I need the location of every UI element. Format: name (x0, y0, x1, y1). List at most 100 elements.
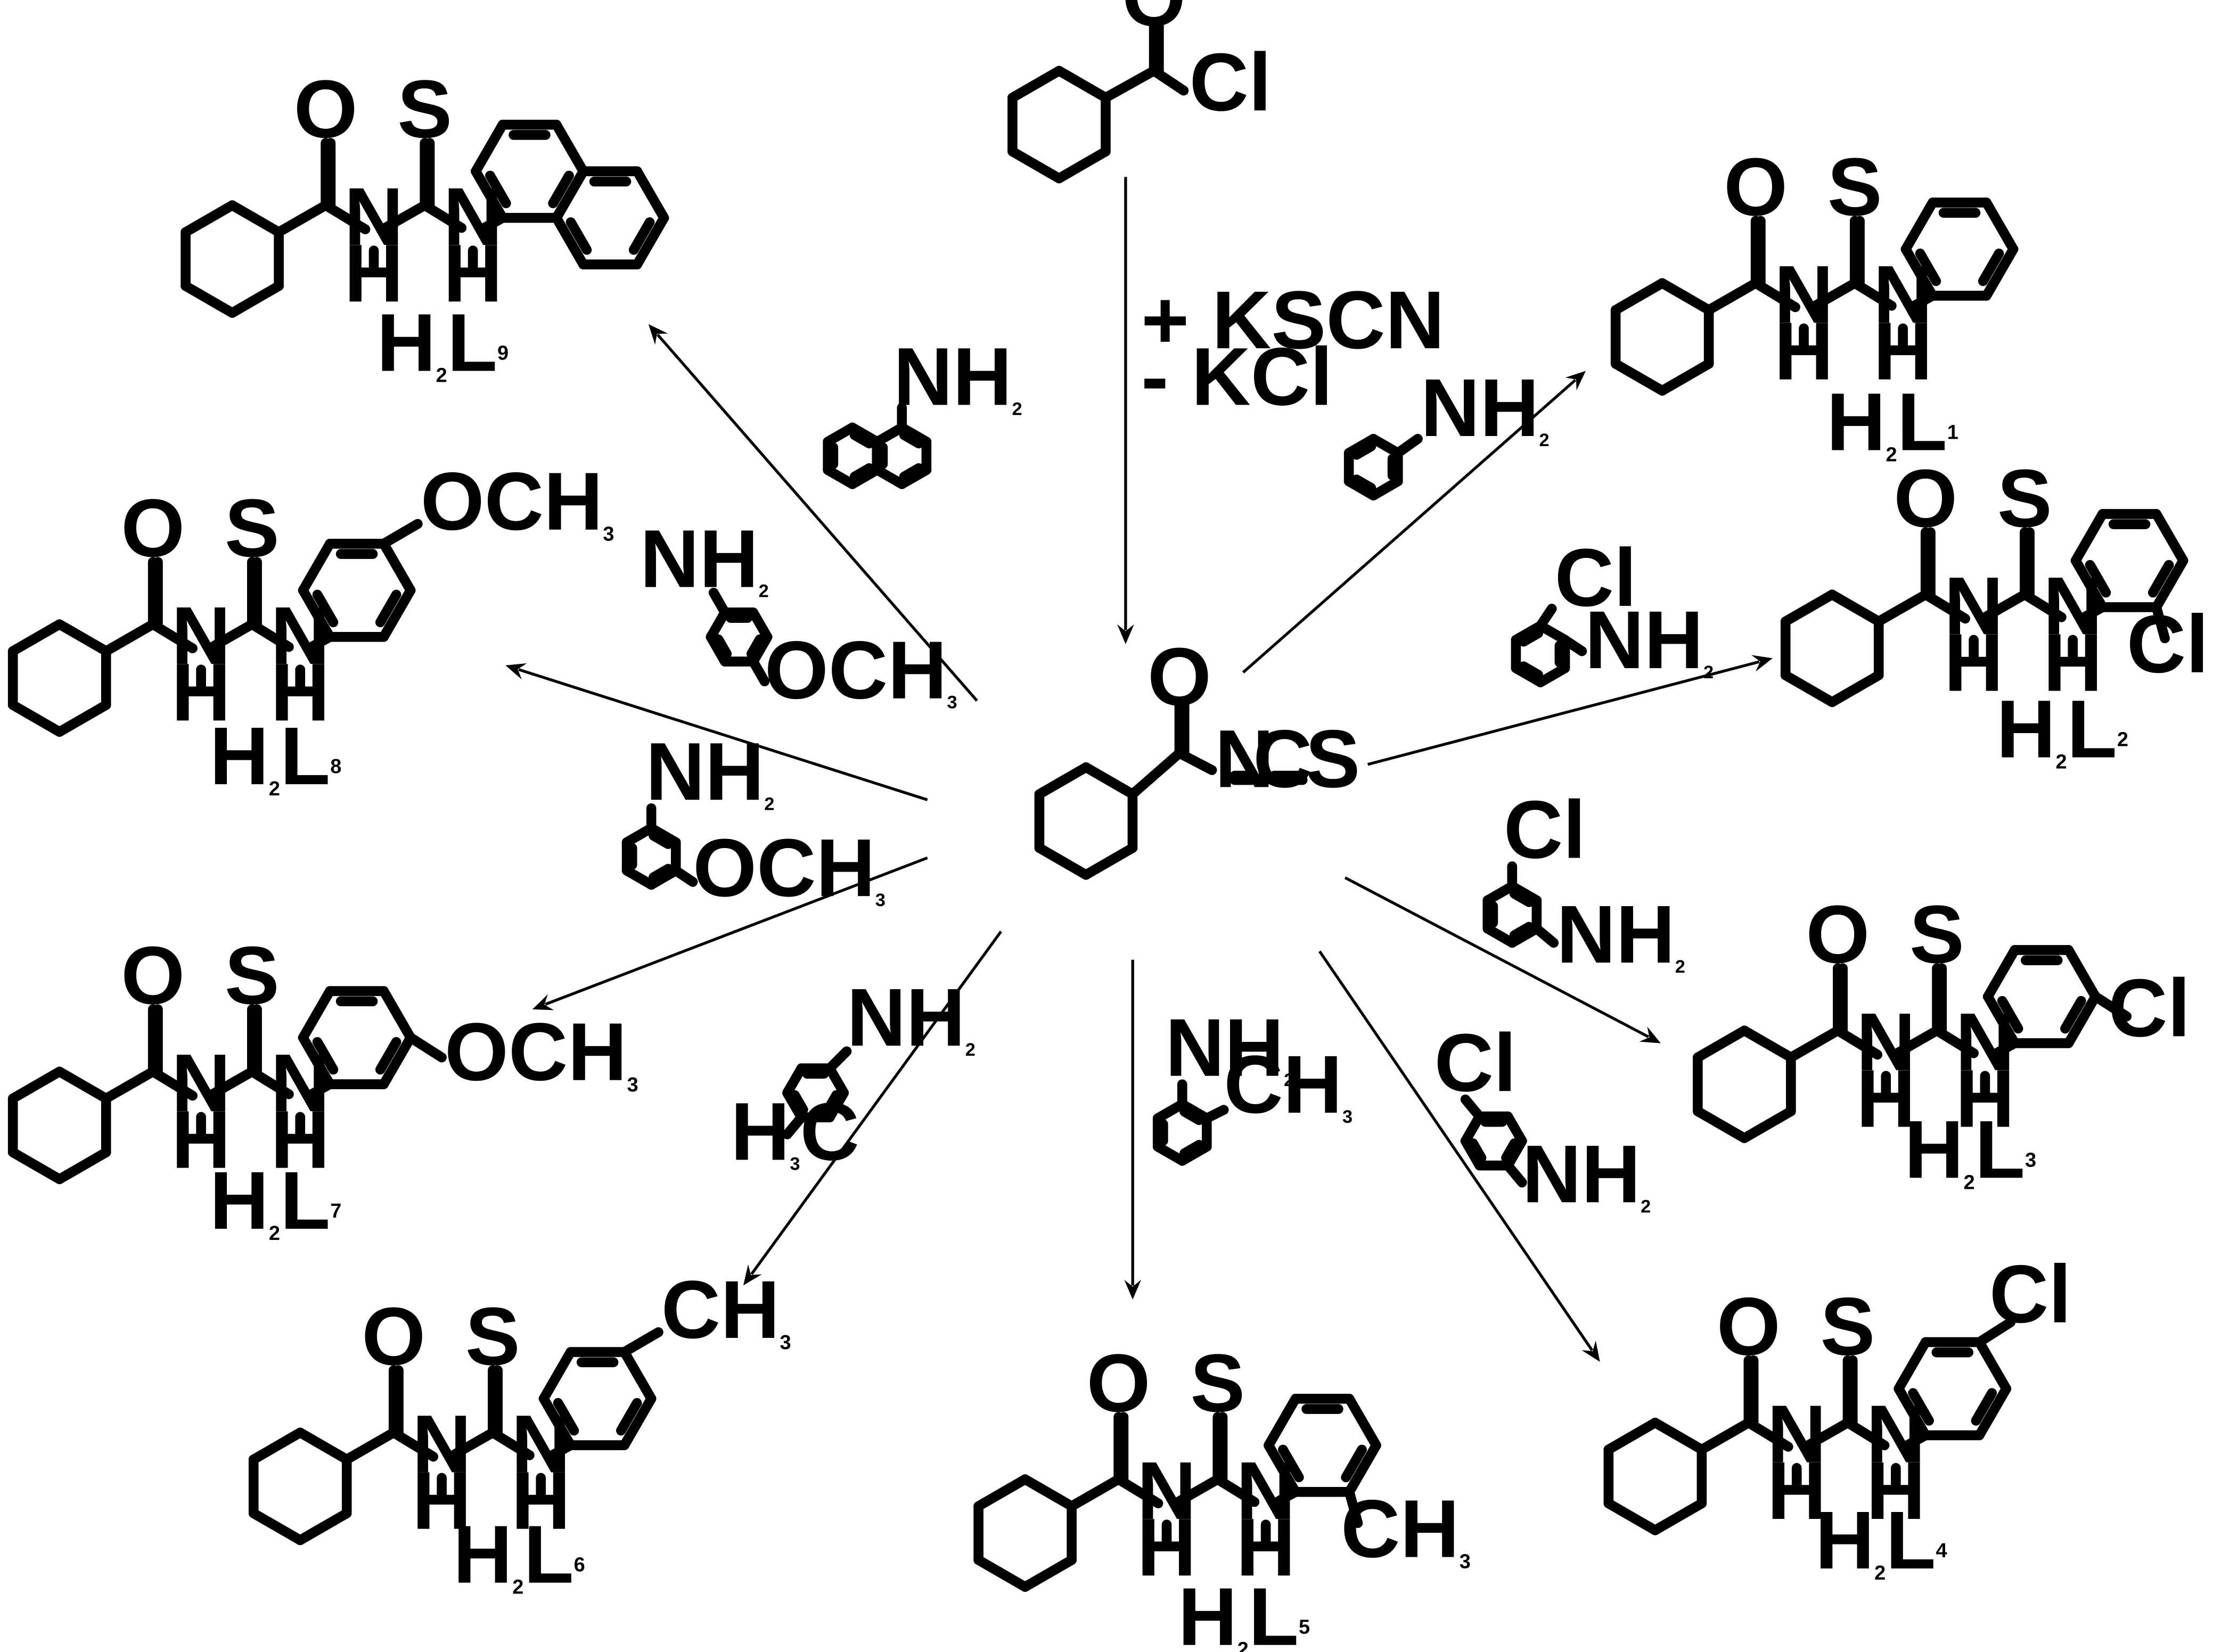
naphthalene-ring-a (471, 119, 588, 223)
bond (782, 1112, 807, 1139)
ring-bond (1982, 945, 2020, 1002)
bond (2090, 991, 2132, 1022)
bond (1173, 1474, 1223, 1507)
oxygen-atom: O (1724, 141, 1788, 233)
hydrogen-atom: H (412, 1454, 471, 1547)
naphthalene-ring-b (872, 422, 932, 489)
ring-double-bond (823, 1090, 841, 1115)
ring-bond (54, 700, 111, 737)
hydrogen-atom: H (171, 646, 231, 738)
ring-bond (1503, 1111, 1527, 1146)
hydrogen-atom: H (1236, 1501, 1295, 1593)
sulfur-atom: S (225, 929, 280, 1021)
product-label-L3: H2L3 (1904, 1103, 2036, 1195)
bond (1392, 433, 1423, 458)
ring-bond (181, 200, 237, 237)
hydrogen-atom: H (271, 1094, 330, 1186)
chloro-group: Cl (1504, 783, 1586, 875)
ring-bond (248, 1427, 306, 1465)
bond (101, 1066, 158, 1104)
ring-bond (1657, 278, 1714, 315)
arrow-shaft (545, 856, 928, 1006)
arrow-to-L6 (743, 931, 1003, 1286)
amino-group: NH2 (1421, 361, 1550, 454)
chloro-group: Cl (1435, 1016, 1517, 1108)
arrow-to-L3 (1344, 876, 1661, 1043)
bond (147, 619, 198, 654)
ring-bond (1081, 843, 1138, 880)
reagents: + KSCN- KCl (1141, 274, 1445, 422)
arrow-shaft (750, 931, 1003, 1275)
ring-bond (551, 166, 588, 223)
ring-double-bond (1278, 1444, 1304, 1483)
ring-bond (379, 1032, 416, 1089)
methoxy-group: OCH3 (421, 455, 614, 547)
oxygen-atom: O (294, 63, 358, 155)
ring-double-bond (565, 217, 592, 255)
cyclohexane-ring (973, 1474, 1077, 1592)
ring-double-bond (375, 589, 401, 628)
ring-bond (1974, 1337, 2012, 1394)
ring-bond (632, 166, 669, 223)
ring-bond (1034, 843, 1091, 880)
ring-double-bond (1915, 248, 1941, 286)
ring-bond (1603, 1417, 1660, 1455)
benzene-ring (298, 538, 416, 642)
bond (1212, 1474, 1260, 1507)
ring-bond (538, 1393, 576, 1450)
arrow-to-L1 (1242, 371, 1586, 673)
ring-bond (1894, 1384, 1931, 1441)
bond (1810, 278, 1860, 311)
ring-double-bond (1351, 441, 1376, 460)
sulfur-atom: S (1306, 712, 1360, 804)
sulfur-atom: S (1909, 888, 1964, 980)
cyclohexane-ring (1780, 589, 1884, 708)
ring-bond (471, 166, 508, 223)
ring-bond (181, 281, 237, 318)
arrow-head (1751, 655, 1773, 672)
acyl-chloride: OCl (1007, 0, 1272, 184)
ring-bond (2070, 555, 2108, 612)
oxygen-atom: O (1717, 1280, 1781, 1372)
ring-bond (1981, 198, 2019, 254)
benzene-ring (1511, 620, 1570, 687)
bond (1127, 748, 1185, 799)
amino-group: NH2 (894, 330, 1022, 422)
bond (1202, 1105, 1229, 1123)
ring-double-bond (1509, 922, 1534, 940)
oxygen-atom: O (1122, 0, 1186, 43)
ring-bond (2151, 509, 2189, 566)
amino-group: NH2 (1522, 1128, 1651, 1220)
hydrogen-atom: H (1856, 1053, 1915, 1145)
benzene-ring (621, 823, 681, 890)
ring-bond (1693, 1025, 1750, 1063)
ring-bond (1344, 1440, 1381, 1497)
ring-bond (1780, 670, 1838, 708)
ring-bond (227, 200, 284, 237)
bond (420, 200, 467, 233)
bond (388, 1427, 438, 1462)
bond (488, 1427, 535, 1460)
cyclohexane-ring (7, 1066, 111, 1185)
cyclohexane-ring (1693, 1025, 1796, 1144)
ring-double-bond (2148, 560, 2174, 598)
benzene-ring (538, 1347, 657, 1450)
bond (1344, 1486, 1363, 1528)
ring-double-bond (2060, 996, 2086, 1034)
bond (405, 1032, 447, 1063)
ring-bond (1650, 1498, 1707, 1535)
ring-bond (7, 619, 65, 656)
hydrogen-atom: H (1774, 305, 1833, 397)
cyclohexane-ring (248, 1427, 352, 1546)
bond (1113, 1474, 1163, 1509)
ring-bond (632, 212, 669, 270)
bond (2020, 589, 2067, 622)
bond (1503, 1160, 1527, 1188)
ring-bond (1264, 1393, 1301, 1451)
